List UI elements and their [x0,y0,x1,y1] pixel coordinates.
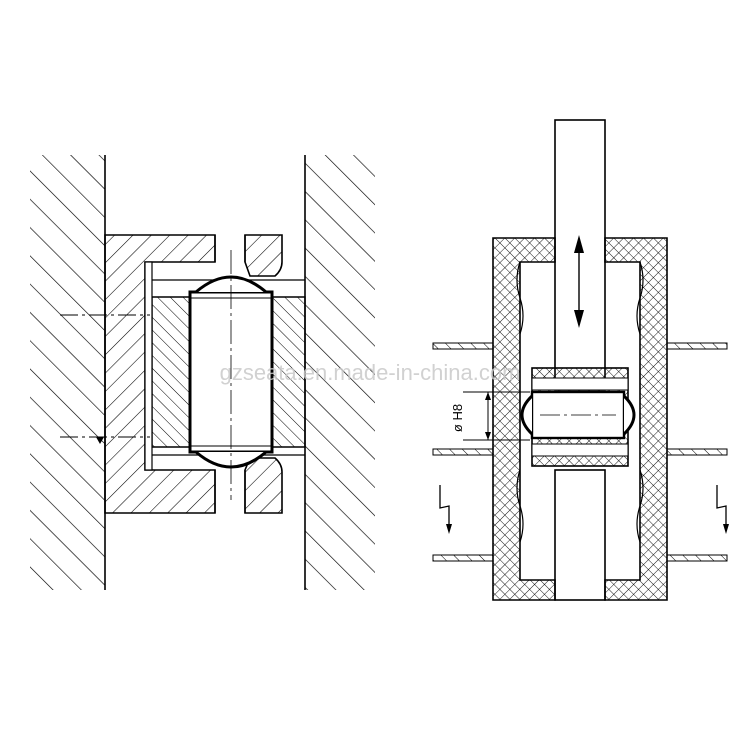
shaft [554,119,606,601]
left-view [30,155,375,590]
diameter-label: ø H8 [450,404,465,432]
reference-lines [60,314,150,444]
diameter-dimension: ø H8 [450,391,530,441]
ball-pin [188,250,274,500]
left-wall [30,155,106,590]
watermark: gzseata.en.made-in-china.com [220,360,521,385]
bushing-housing [104,234,283,514]
cross-hatched-housing [492,237,668,601]
center-block [520,367,636,467]
plates [432,342,728,562]
inner-sleeve [144,261,306,471]
right-view: ø H8 [432,119,729,601]
motion-arrow [574,235,584,328]
lightning-symbols [439,485,729,534]
right-wall [304,155,375,590]
